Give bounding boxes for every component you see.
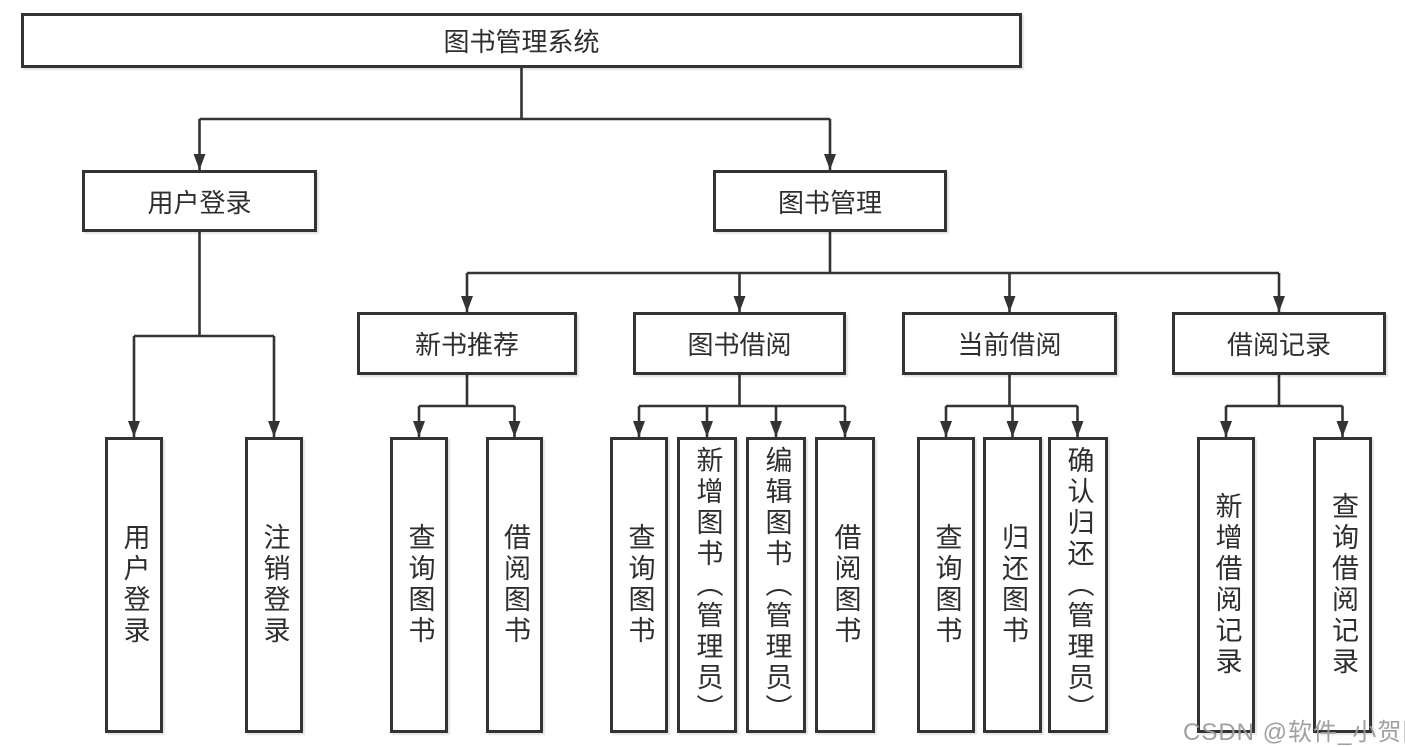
leaf-nb-query-books-label: 查询图书 — [404, 523, 435, 647]
leaf-bb-query-books: 查询图书 — [610, 437, 668, 733]
leaf-logout-login-label: 注销登录 — [259, 523, 290, 647]
leaf-br-add-borrow-record-label: 新增借阅记录 — [1211, 492, 1242, 678]
leaf-cb-confirm-return-admin: 确认归还（管理员） — [1048, 437, 1108, 733]
leaf-br-query-borrow-record-label: 查询借阅记录 — [1328, 492, 1358, 678]
node-new-books-label: 新书推荐 — [414, 330, 519, 360]
node-borrow-records: 借阅记录 — [1172, 312, 1386, 375]
leaf-nb-query-books: 查询图书 — [390, 437, 448, 733]
leaf-cb-confirm-return-admin-label: 确认归还（管理员） — [1063, 445, 1094, 725]
leaf-cb-return-books: 归还图书 — [983, 437, 1042, 733]
leaf-bb-borrow-books: 借阅图书 — [815, 437, 875, 733]
leaf-bb-edit-books-admin: 编辑图书（管理员） — [746, 437, 806, 733]
leaf-cb-query-books: 查询图书 — [917, 437, 975, 733]
leaf-logout-login: 注销登录 — [245, 437, 303, 733]
leaf-bb-edit-books-admin-label: 编辑图书（管理员） — [761, 445, 792, 725]
node-new-books: 新书推荐 — [357, 312, 577, 375]
node-book-borrow-label: 图书借阅 — [687, 330, 792, 360]
node-book-mgmt-label: 图书管理 — [777, 187, 882, 218]
node-root: 图书管理系统 — [21, 13, 1022, 68]
node-current-borrow-label: 当前借阅 — [957, 330, 1062, 360]
node-book-mgmt: 图书管理 — [713, 170, 947, 232]
leaf-bb-borrow-books-label: 借阅图书 — [830, 523, 861, 647]
node-root-label: 图书管理系统 — [443, 27, 600, 57]
csdn-watermark: CSDN @软件_小贺同学 — [1183, 719, 1405, 746]
leaf-cb-query-books-label: 查询图书 — [931, 523, 962, 647]
leaf-nb-borrow-books-label: 借阅图书 — [500, 523, 530, 647]
node-current-borrow: 当前借阅 — [902, 312, 1117, 375]
leaf-cb-return-books-label: 归还图书 — [998, 523, 1028, 647]
leaf-bb-add-books-admin-label: 新增图书（管理员） — [692, 445, 723, 725]
node-borrow-records-label: 借阅记录 — [1226, 330, 1331, 360]
leaf-bb-query-books-label: 查询图书 — [624, 523, 655, 647]
leaf-user-login-label: 用户登录 — [119, 523, 150, 647]
node-book-borrow: 图书借阅 — [633, 312, 846, 375]
leaf-nb-borrow-books: 借阅图书 — [486, 437, 543, 733]
leaf-user-login: 用户登录 — [105, 437, 163, 733]
leaf-br-add-borrow-record: 新增借阅记录 — [1197, 437, 1255, 733]
node-user-login: 用户登录 — [82, 170, 317, 232]
leaf-bb-add-books-admin: 新增图书（管理员） — [677, 437, 737, 733]
node-user-login-label: 用户登录 — [147, 187, 252, 218]
leaf-br-query-borrow-record: 查询借阅记录 — [1313, 437, 1372, 733]
